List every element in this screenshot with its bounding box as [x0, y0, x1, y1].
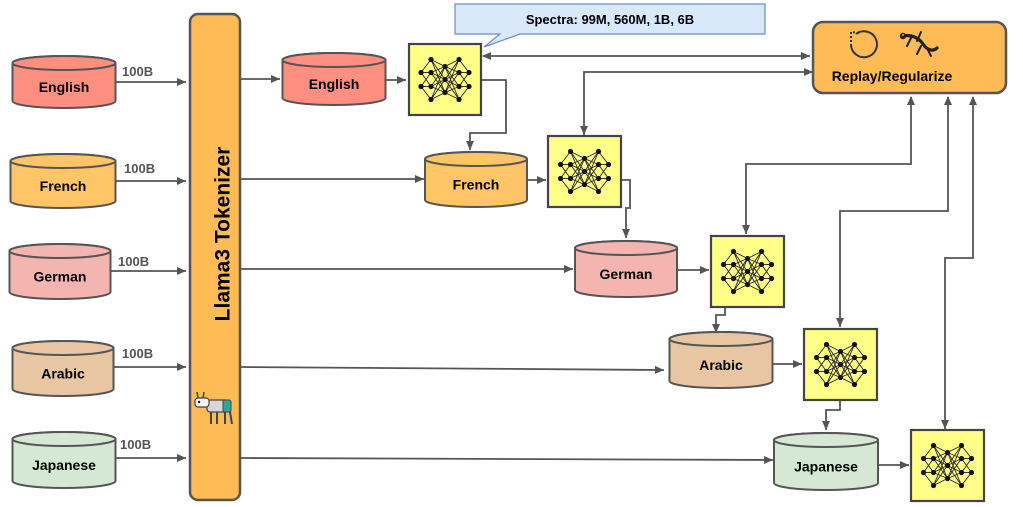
arrow-replay-net5	[941, 96, 977, 429]
arrow-replay-net2	[580, 68, 813, 135]
input-english-label: English	[39, 79, 90, 95]
input-arabic-label: Arabic	[41, 366, 85, 382]
model-box-5	[909, 428, 986, 503]
stage-english-label: English	[309, 76, 360, 92]
replay-icon	[849, 30, 878, 59]
amount-label-arabic: 100B	[122, 346, 153, 361]
arrow-net1-french	[466, 79, 507, 150]
model-checkpoints	[407, 42, 986, 503]
llama-icon	[194, 391, 233, 425]
input-german: German	[8, 243, 112, 300]
arrow-tok-arabic	[240, 365, 665, 374]
tokenizer-block: Llama3 Tokenizer	[188, 12, 242, 502]
arrow-replay-net3	[742, 96, 915, 234]
arrow-net4-japanese	[822, 400, 841, 430]
tokenizer-label: Llama3 Tokenizer	[212, 147, 235, 322]
amount-label-french: 100B	[124, 161, 155, 176]
input-english: English	[11, 55, 117, 109]
stage-french-label: French	[453, 177, 500, 193]
amount-label-german: 100B	[118, 254, 149, 269]
stage-german-label: German	[600, 266, 653, 282]
stage-japanese-label: Japanese	[794, 459, 858, 475]
callout-shape	[454, 3, 766, 48]
model-box-1	[407, 42, 483, 117]
model-box-3	[709, 234, 786, 309]
stage-japanese: Japanese	[773, 432, 879, 491]
connectors	[110, 52, 977, 469]
callout-text: Spectra: 99M, 560M, 1B, 6B	[526, 12, 694, 27]
arrow-net3-arabic	[712, 307, 726, 333]
gecko-icon	[899, 31, 939, 57]
input-french: French	[9, 153, 117, 209]
amount-label-japanese: 100B	[120, 437, 151, 452]
arrow-tok-japanese	[240, 455, 774, 464]
stage-arabic-label: Arabic	[699, 357, 743, 373]
replay-label: Replay/Regularize	[832, 68, 953, 84]
input-arabic: Arabic	[11, 340, 115, 397]
amount-label-english: 100B	[122, 64, 153, 79]
stage-french: French	[424, 151, 528, 208]
model-box-2	[546, 134, 623, 209]
tokenizer-box	[188, 12, 242, 502]
stage-arabic: Arabic	[668, 331, 774, 389]
model-box-4	[802, 327, 879, 402]
input-german-label: German	[34, 269, 87, 285]
input-japanese-label: Japanese	[32, 457, 96, 473]
arrow-replay-net4	[836, 96, 952, 327]
replay-box	[811, 20, 1008, 95]
stage-german: German	[574, 240, 678, 298]
input-french-label: French	[40, 178, 87, 194]
stage-english: English	[281, 52, 387, 106]
replay-block: Replay/Regularize	[811, 20, 1008, 95]
arrow-net2-german	[622, 179, 631, 238]
spectra-callout: Spectra: 99M, 560M, 1B, 6B	[454, 3, 766, 48]
input-japanese: Japanese	[11, 431, 117, 489]
